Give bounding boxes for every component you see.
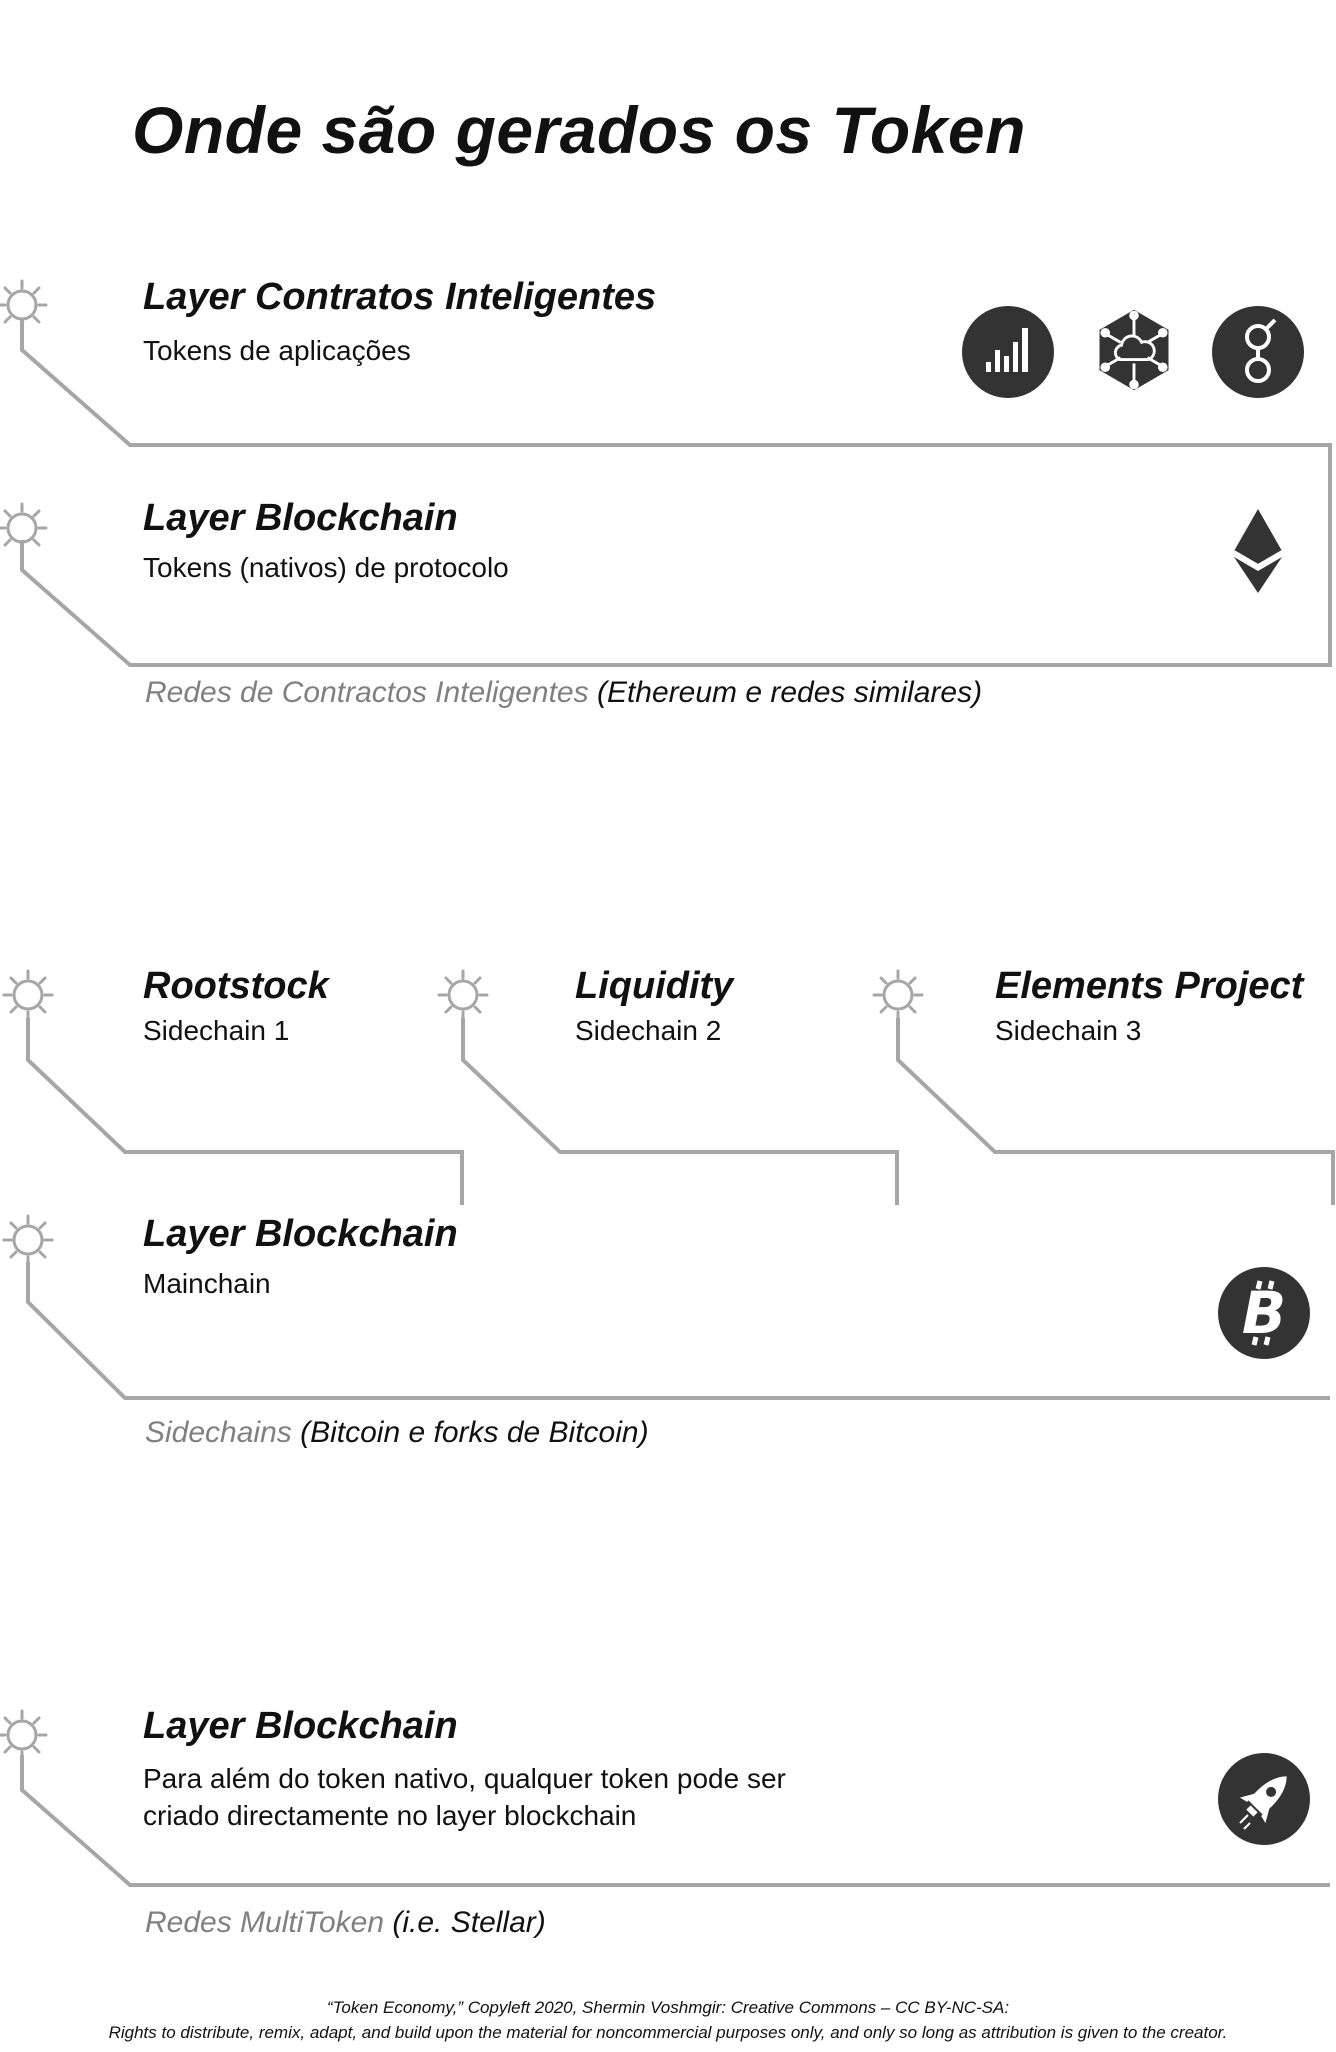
caption-network-type: Redes de Contractos Inteligentes bbox=[145, 676, 589, 709]
caption-network-type: Sidechains bbox=[145, 1416, 292, 1449]
rocket-icon bbox=[1218, 1753, 1310, 1845]
sidechain-2-subtitle: Sidechain 2 bbox=[575, 1015, 722, 1046]
multitoken-line-2: criado directamente no layer blockchain bbox=[143, 1800, 637, 1831]
gear-icon bbox=[2, 1214, 54, 1266]
footer-license: Rights to distribute, remix, adapt, and … bbox=[108, 2023, 1228, 2042]
section3-caption: Redes MultiToken (i.e. Stellar) bbox=[145, 1906, 546, 1940]
gear-icon bbox=[872, 969, 924, 1021]
multitoken-line-1: Para além do token nativo, qualquer toke… bbox=[143, 1763, 786, 1794]
ethereum-icon bbox=[1233, 509, 1283, 593]
sidechain-2-heading: Liquidity bbox=[575, 965, 734, 1007]
bitcoin-icon: B bbox=[1218, 1267, 1310, 1359]
page-title: Onde são gerados os Token bbox=[132, 93, 1026, 167]
svg-text:B: B bbox=[1242, 1279, 1286, 1347]
layer-blockchain-heading: Layer Blockchain bbox=[143, 497, 458, 539]
sidechain-1-subtitle: Sidechain 1 bbox=[143, 1015, 290, 1046]
layer-contracts-heading: Layer Contratos Inteligentes bbox=[143, 276, 657, 318]
section1-caption: Redes de Contractos Inteligentes (Ethere… bbox=[145, 676, 982, 710]
gear-icon bbox=[0, 1709, 48, 1761]
layer-blockchain-subtitle: Tokens (nativos) de protocolo bbox=[143, 552, 509, 583]
gear-icon bbox=[2, 969, 54, 1021]
mainchain-subtitle: Mainchain bbox=[143, 1268, 271, 1299]
sidechain-3-subtitle: Sidechain 3 bbox=[995, 1015, 1142, 1046]
caption-examples: (i.e. Stellar) bbox=[392, 1906, 546, 1939]
section2-caption: Sidechains (Bitcoin e forks de Bitcoin) bbox=[145, 1416, 649, 1450]
gear-icon bbox=[0, 502, 48, 554]
layer-contracts-subtitle: Tokens de aplicações bbox=[143, 335, 411, 366]
gear-icon bbox=[437, 969, 489, 1021]
caption-examples: (Bitcoin e forks de Bitcoin) bbox=[300, 1416, 649, 1449]
caption-examples: (Ethereum e redes similares) bbox=[596, 676, 983, 709]
mainchain-heading: Layer Blockchain bbox=[143, 1213, 458, 1255]
gear-icon bbox=[0, 279, 48, 331]
bar-chart-icon bbox=[962, 306, 1054, 398]
cloud-network-icon bbox=[1099, 309, 1169, 391]
sidechain-3-heading: Elements Project bbox=[995, 965, 1304, 1007]
caption-network-type: Redes MultiToken bbox=[145, 1906, 385, 1939]
multitoken-heading: Layer Blockchain bbox=[143, 1705, 458, 1747]
footer-copyleft: “Token Economy,” Copyleft 2020, Shermin … bbox=[326, 1998, 1010, 2017]
golem-icon bbox=[1212, 306, 1304, 398]
sidechain-1-heading: Rootstock bbox=[143, 965, 329, 1007]
